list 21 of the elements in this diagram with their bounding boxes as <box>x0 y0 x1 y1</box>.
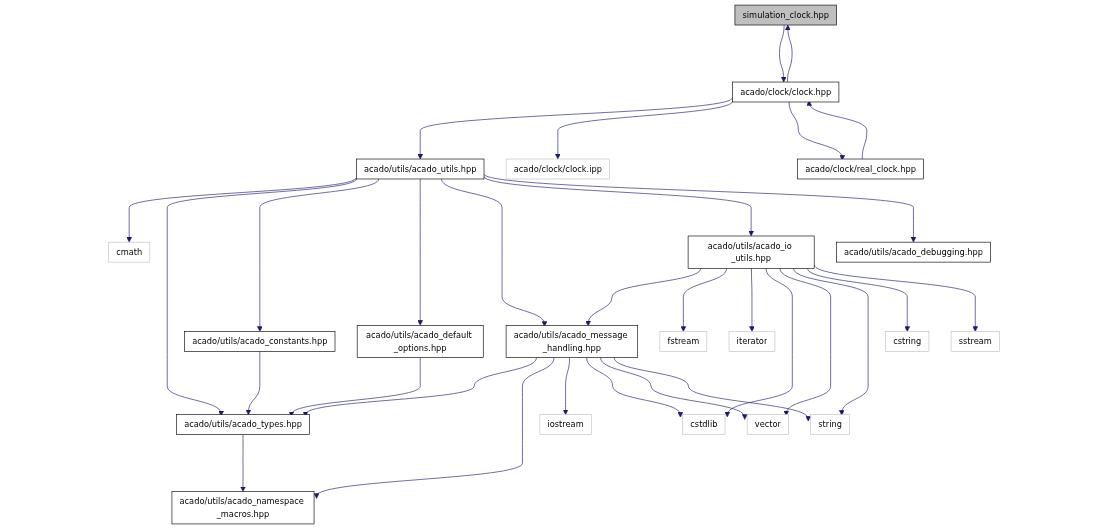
node-box: cmath <box>108 241 151 263</box>
node-box: acado/clock/clock.ipp <box>505 158 610 180</box>
node-box: acado/utils/acado_types.hpp <box>176 414 310 435</box>
node-box: fstream <box>659 331 708 352</box>
node-box: acado/clock/clock.hpp <box>732 81 840 103</box>
node-box: acado/utils/acado_default _options.hpp <box>356 325 484 358</box>
node-box: sstream <box>950 331 1000 352</box>
node-box: acado/utils/acado_message _handling.hpp <box>505 325 638 358</box>
node-box: string <box>810 414 850 435</box>
node-box: iostream <box>539 414 592 435</box>
node-box: acado/utils/acado_debugging.hpp <box>836 241 991 263</box>
node-box: acado/clock/real_clock.hpp <box>797 158 924 180</box>
node-box: cstring <box>885 331 930 352</box>
node-box: acado/utils/acado_constants.hpp <box>184 331 336 352</box>
node-box: acado/utils/acado_namespace _macros.hpp <box>171 491 315 525</box>
node-box: acado/utils/acado_utils.hpp <box>356 158 485 180</box>
node-box: acado/utils/acado_io _utils.hpp <box>687 235 815 269</box>
node-box: cstdlib <box>682 414 726 435</box>
node-box: simulation_clock.hpp <box>734 4 837 26</box>
node-box: vector <box>746 414 789 435</box>
node-box: iterator <box>728 331 776 352</box>
